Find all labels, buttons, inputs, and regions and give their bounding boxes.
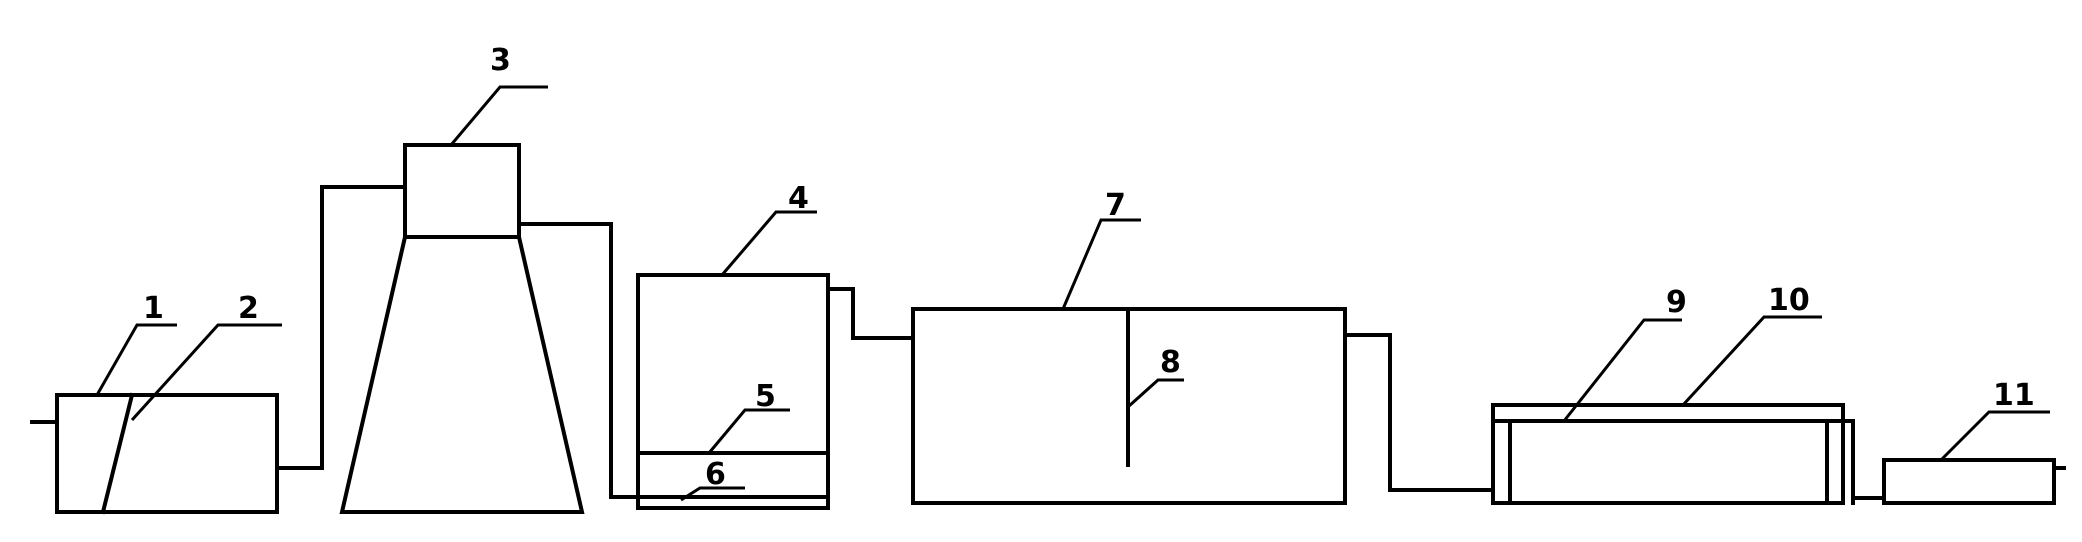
label-7: 7: [1105, 188, 1126, 223]
unit-1-tank: [30, 392, 279, 515]
unit-4-tank: [636, 273, 830, 510]
unit-11-tank: [1882, 458, 2066, 505]
label-9: 9: [1666, 285, 1687, 320]
pipe-3-to-4: [517, 222, 640, 499]
label-10: 10: [1768, 283, 1810, 318]
unit-3-tower: [339, 143, 585, 514]
label-1: 1: [143, 291, 164, 326]
label-11: 11: [1993, 378, 2035, 413]
pipe-1-to-3: [275, 185, 407, 470]
unit-7-basin: [911, 307, 1347, 505]
label-4: 4: [788, 181, 809, 216]
label-6: 6: [705, 457, 726, 492]
label-3: 3: [490, 43, 511, 78]
pipe-7-to-9: [1343, 333, 1495, 492]
pipe-4-to-7: [826, 287, 915, 340]
label-8: 8: [1160, 345, 1181, 380]
label-5: 5: [755, 379, 776, 414]
unit-9-10-tank: [1491, 403, 1855, 505]
leader-lines: [95, 85, 2050, 502]
label-2: 2: [238, 291, 259, 326]
